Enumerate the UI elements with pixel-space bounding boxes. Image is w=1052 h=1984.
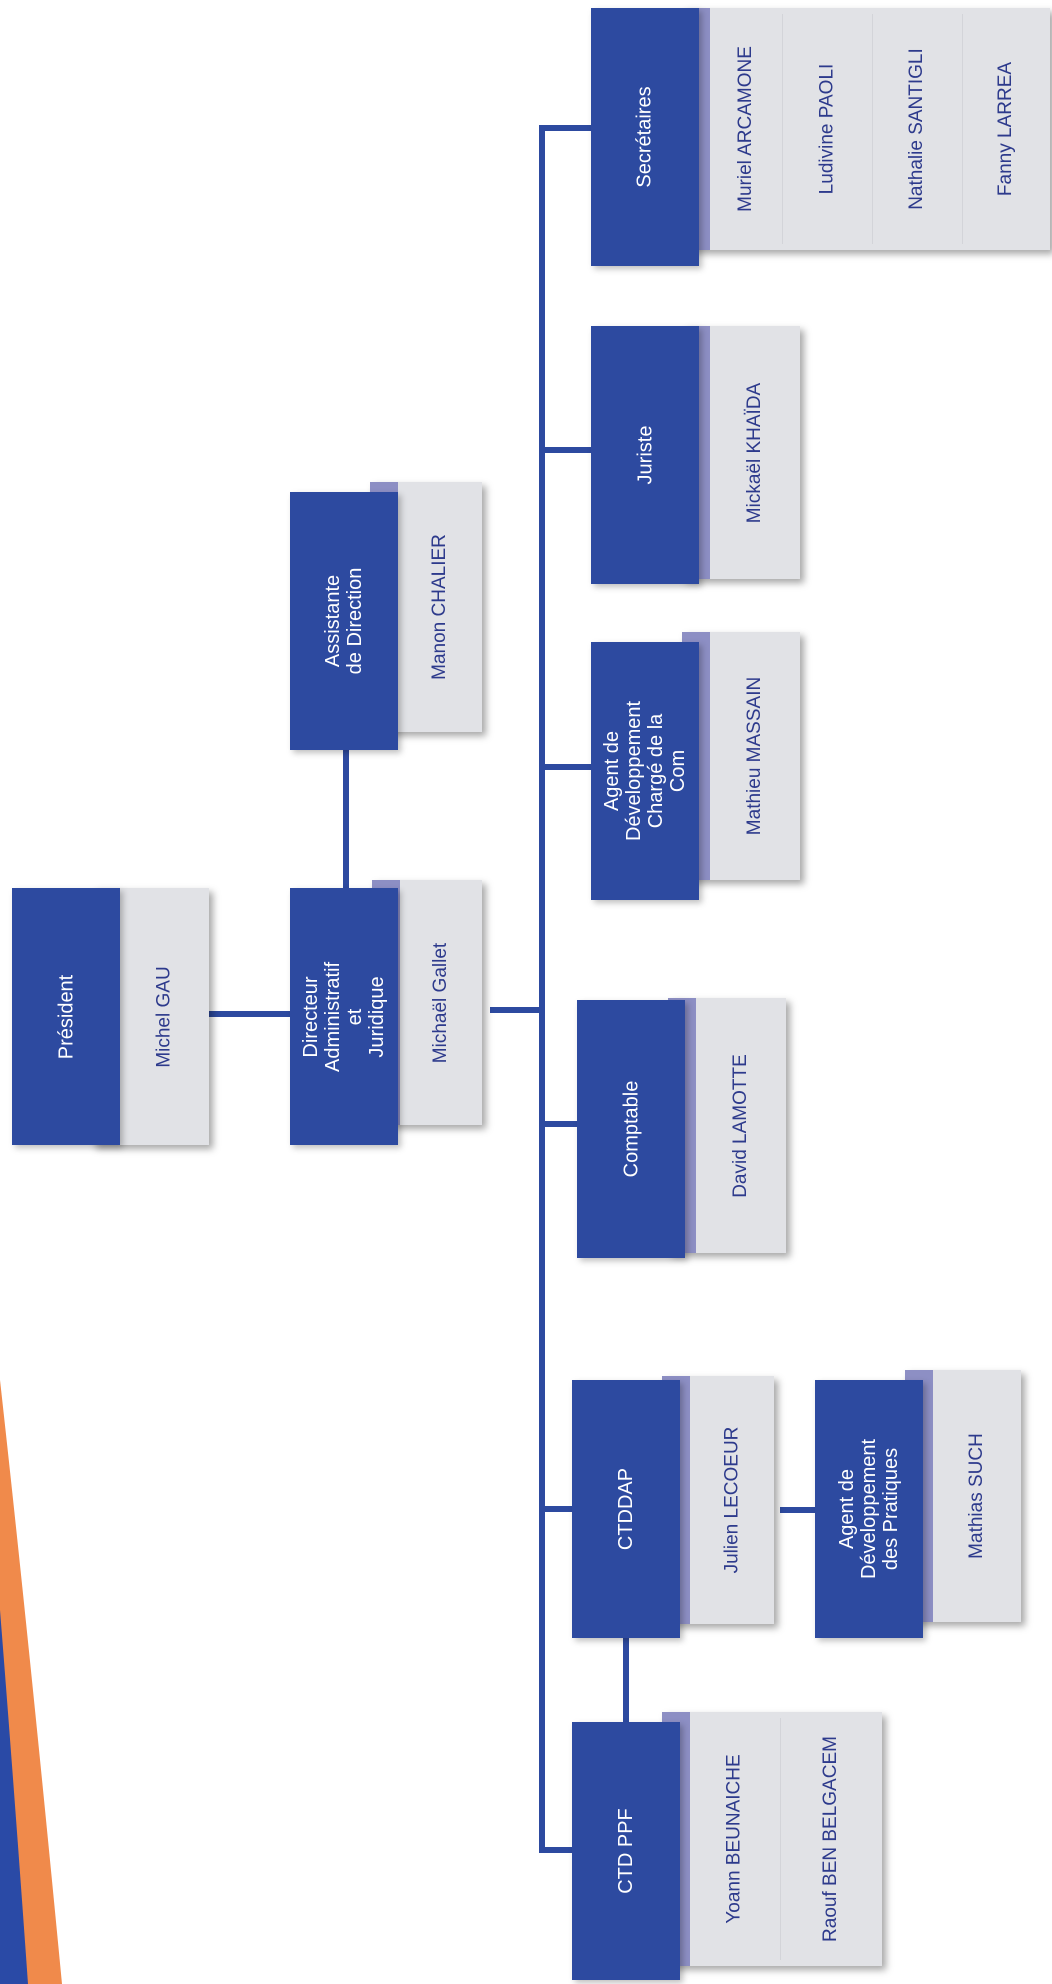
person-name: Manon CHALIER <box>429 534 451 680</box>
person-card: David LAMOTTE <box>668 998 786 1253</box>
role-header: Secrétaires <box>591 8 699 266</box>
divider <box>780 1718 781 1960</box>
role-header: Assistante de Direction <box>290 492 398 750</box>
role-header: Président <box>12 888 120 1145</box>
role-header: Juriste <box>591 326 699 584</box>
connector-branch-ctddap <box>539 1506 575 1512</box>
person-name: Mickaël KHAÏDA <box>744 382 766 523</box>
role-title: Assistante de Direction <box>322 567 366 675</box>
person-name: Mathias SUCH <box>966 1433 987 1559</box>
role-title: Juriste <box>634 425 656 485</box>
role-title: CTDDAP <box>614 1467 637 1551</box>
role-title: Agent de Développement des Pratiques <box>836 1438 902 1580</box>
person-name: Michaël Gallet <box>430 942 452 1063</box>
person-name: Raouf BEN BELGACEM <box>820 1736 842 1942</box>
connector-trunk <box>539 125 545 1853</box>
connector-ctddap-agent-pratiques <box>780 1507 816 1513</box>
connector-branch-juriste <box>539 447 591 453</box>
divider <box>872 14 873 244</box>
person-name: David LAMOTTE <box>730 1053 751 1198</box>
role-header: CTD PPF <box>572 1722 680 1980</box>
person-name: Julien LECOEUR <box>721 1426 742 1574</box>
connector-director-assistant <box>343 750 349 890</box>
role-title: Agent de Développement Chargé de la Com <box>601 700 689 842</box>
role-title: Directeur Administratif et Juridique <box>300 961 388 1072</box>
person-name: Ludivine PAOLI <box>816 63 837 195</box>
connector-ctddap-ctdppf <box>623 1638 629 1723</box>
person-name: Michel GAU <box>153 965 175 1068</box>
role-title: Secrétaires <box>634 86 656 188</box>
connector-branch-secretaires <box>539 125 591 131</box>
role-title: Comptable <box>620 1080 642 1178</box>
connector-director-trunk <box>490 1007 545 1013</box>
person-card-group: Yoann BEUNAICHE Raouf BEN BELGACEM <box>662 1712 882 1966</box>
role-title: CTD PPF <box>615 1808 637 1894</box>
role-header: Comptable <box>577 1000 685 1258</box>
person-card-group: Muriel ARCAMONE Ludivine PAOLI Nathalie … <box>682 8 1050 250</box>
role-title: Président <box>55 974 77 1059</box>
connector-branch-comptable <box>539 1121 579 1127</box>
divider <box>782 14 783 244</box>
person-name: Fanny LARREA <box>995 61 1016 197</box>
role-header: Agent de Développement des Pratiques <box>815 1380 923 1638</box>
divider <box>962 14 963 244</box>
role-header: Directeur Administratif et Juridique <box>290 888 398 1145</box>
person-card: Mathieu MASSAIN <box>682 632 800 880</box>
connector-president-director <box>200 1011 290 1017</box>
person-card: Mickaël KHAÏDA <box>682 326 800 579</box>
person-name: Yoann BEUNAICHE <box>724 1754 745 1924</box>
connector-branch-ctdppf <box>539 1847 575 1853</box>
connector-branch-agent-com <box>539 764 591 770</box>
role-header: CTDDAP <box>572 1380 680 1638</box>
person-name: Nathalie SANTIGLI <box>906 48 928 210</box>
person-name: Muriel ARCAMONE <box>735 46 756 212</box>
role-header: Agent de Développement Chargé de la Com <box>591 642 699 900</box>
person-name: Mathieu MASSAIN <box>744 676 765 836</box>
